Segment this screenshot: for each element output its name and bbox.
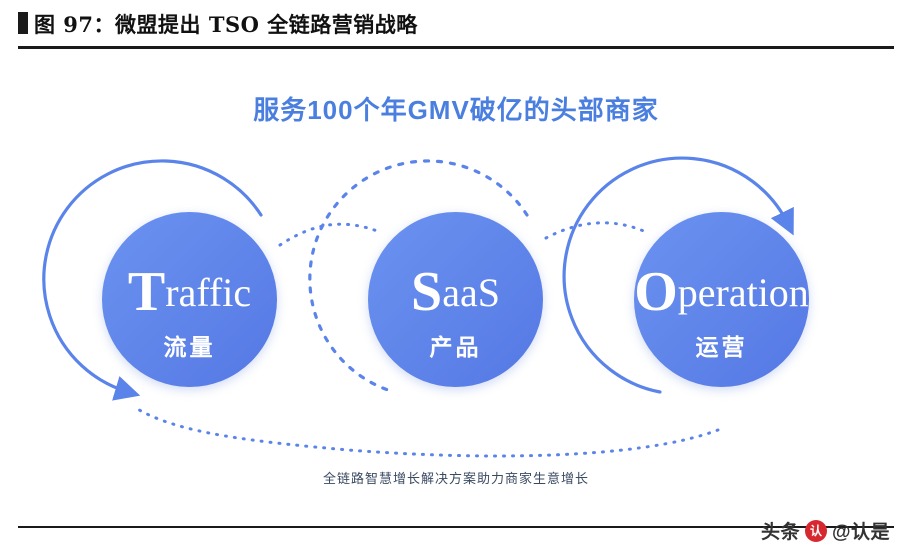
slide-heading: 服务100个年GMV破亿的头部商家 [253,95,659,125]
diagram-caption: 全链路智慧增长解决方案助力商家生意增长 [322,471,589,486]
connector-bottom-loop [134,406,720,458]
watermark-badge-icon: 认 [804,519,827,542]
figure-header: 图 97：微盟提出 TSO 全链路营销战略 [0,0,912,46]
node-traffic-initial: T [127,261,166,323]
watermark: 头条 认 @认是 [761,517,890,544]
node-operation-rest: peration [677,270,809,315]
node-operation[interactable]: Operation 运营 [634,212,809,387]
connector-top-1 [278,222,382,247]
node-saas-cn: 产品 [429,334,482,360]
connector-top-2 [544,221,648,240]
ring-saas [308,159,529,394]
watermark-suffix: @认是 [831,522,890,543]
node-saas-initial: S [411,261,443,323]
watermark-text: 头条 [760,522,800,543]
node-saas-rest: aaS [442,270,500,315]
node-traffic[interactable]: Traffic 流量 [102,212,277,387]
node-operation-label: Operation [634,264,809,320]
node-saas-label: SaaS [368,264,543,320]
slide-canvas: 服务100个年GMV破亿的头部商家 Traffic 流量 SaaS 产品 [18,52,894,522]
title-accent-bar [18,12,28,34]
ring-operation [562,156,794,394]
node-operation-initial: O [634,261,678,323]
tso-cycle-diagram [42,156,794,458]
footer-divider [18,526,894,528]
node-operation-cn: 运营 [695,334,748,360]
node-traffic-rest: raffic [165,270,252,315]
ring-traffic [42,159,263,401]
node-traffic-label: Traffic [102,264,277,320]
node-traffic-cn: 流量 [163,334,216,360]
header-divider [18,46,894,49]
node-saas[interactable]: SaaS 产品 [368,212,543,387]
page-title: 图 97：微盟提出 TSO 全链路营销战略 [34,12,418,37]
